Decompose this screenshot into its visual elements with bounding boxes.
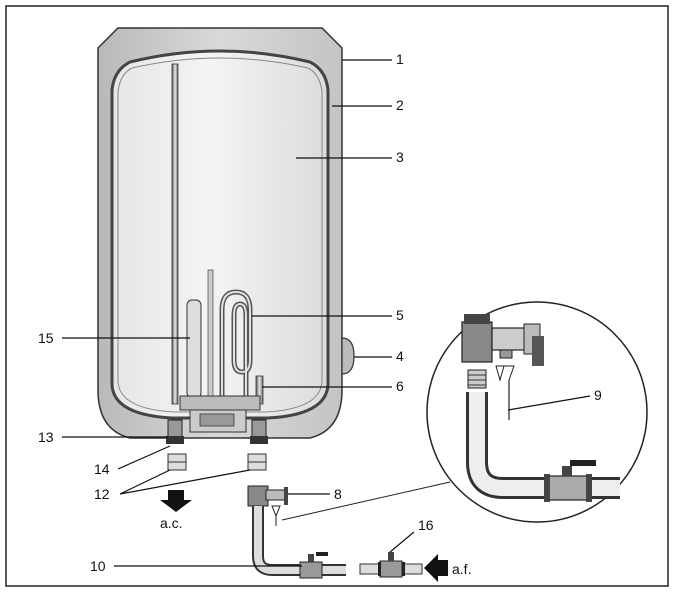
label-13: 13 xyxy=(38,429,54,445)
label-9: 9 xyxy=(594,387,602,403)
safety-valve-body xyxy=(265,489,287,501)
flange xyxy=(179,395,261,411)
hot-water-pipe xyxy=(171,63,179,405)
label-5: 5 xyxy=(396,307,404,323)
cold-inlet-nut xyxy=(250,436,268,444)
stop-valve xyxy=(299,561,323,579)
thermostat-knob xyxy=(341,337,355,375)
safety-valve-lever xyxy=(284,487,288,505)
safety-valve xyxy=(247,485,269,507)
label-14: 14 xyxy=(94,461,110,477)
hot-out-label: a.c. xyxy=(160,515,183,531)
magnesium-anode xyxy=(186,299,202,399)
label-4: 4 xyxy=(396,348,404,364)
inner-tank xyxy=(110,49,330,420)
label-8: 8 xyxy=(334,486,342,502)
label-10: 10 xyxy=(90,558,106,574)
frame-border xyxy=(5,5,669,587)
enlarged-safety-valve xyxy=(461,321,493,363)
drain-funnel xyxy=(271,505,281,518)
label-3: 3 xyxy=(396,149,404,165)
label-1: 1 xyxy=(396,51,404,67)
cold-in-label: a.f. xyxy=(452,561,471,577)
label-12: 12 xyxy=(94,486,110,502)
hot-outlet-fitting xyxy=(167,419,183,439)
enlarged-valve-body xyxy=(491,327,527,351)
enlarged-pipe xyxy=(469,392,620,496)
hot-water-out-arrow xyxy=(160,490,192,512)
enlarged-valve-lever xyxy=(532,336,544,366)
enlarged-stop-valve xyxy=(547,475,589,501)
heating-element-highlight xyxy=(221,290,251,398)
label-16: 16 xyxy=(418,517,434,533)
thermostat-rod xyxy=(207,269,214,399)
hot-outlet-nut xyxy=(166,436,184,444)
cold-water-in-arrow xyxy=(424,554,448,582)
inner-tank-wall xyxy=(117,57,323,413)
flange-plate xyxy=(199,413,235,427)
label-2: 2 xyxy=(396,97,404,113)
pressure-reducer xyxy=(379,560,403,578)
zoom-connector xyxy=(281,481,451,521)
cold-inlet-fitting xyxy=(251,419,267,439)
label-15: 15 xyxy=(38,330,54,346)
label-6: 6 xyxy=(396,378,404,394)
